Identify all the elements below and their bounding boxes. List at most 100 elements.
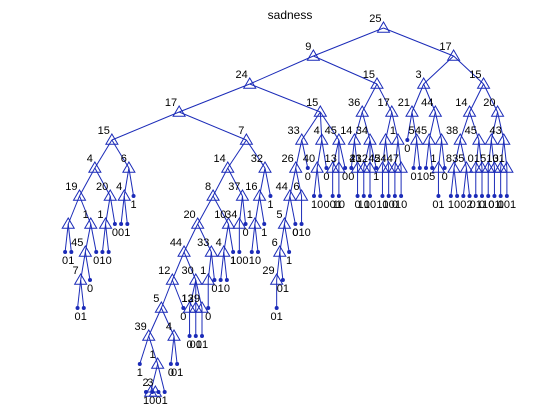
node-label: 17: [378, 97, 390, 109]
leaf-label: 0: [255, 255, 261, 267]
split-node-marker: [188, 273, 203, 285]
split-node-marker: [235, 189, 250, 201]
tree-edge: [178, 83, 250, 113]
leaf-node-marker: [349, 166, 354, 170]
leaf-label: 1: [68, 255, 74, 267]
leaf-label: 1: [261, 227, 267, 239]
leaf-label: 1: [124, 227, 130, 239]
leaf-node-marker: [399, 194, 404, 198]
node-label: 4: [87, 153, 93, 165]
leaf-label: 0: [454, 199, 460, 211]
split-node-marker: [462, 105, 477, 117]
leaf-label: 0: [186, 339, 192, 351]
split-node-marker: [310, 161, 324, 173]
leaf-node-marker: [405, 138, 410, 142]
split-node-marker: [232, 217, 247, 229]
leaf-node-marker: [206, 306, 211, 310]
leaf-label: 01: [190, 339, 202, 351]
split-node-marker: [332, 133, 346, 145]
node-label: 4: [349, 153, 355, 165]
node-label: 2: [143, 377, 149, 389]
node-label: 45: [325, 125, 337, 137]
leaf-node-marker: [212, 278, 217, 282]
node-label: 0: [468, 153, 474, 165]
leaf-node-marker: [231, 250, 236, 254]
tree-edge: [383, 27, 454, 57]
leaf-node-marker: [417, 166, 422, 170]
node-label: 1: [247, 209, 253, 221]
leaf-node-marker: [473, 194, 478, 198]
leaf-label: 0: [410, 171, 416, 183]
node-label: 12: [158, 265, 170, 277]
node-label: 5: [409, 125, 415, 137]
node-label: 4: [166, 321, 172, 333]
leaf-node-marker: [430, 166, 435, 170]
leaf-label: 1: [99, 255, 105, 267]
node-label: 33: [197, 237, 209, 249]
leaf-node-marker: [380, 194, 385, 198]
split-node-marker: [177, 245, 191, 257]
split-node-marker: [355, 105, 370, 117]
leaf-node-marker: [467, 194, 472, 198]
split-node-marker: [484, 133, 499, 145]
node-label: 8: [205, 181, 211, 193]
node-label: 6: [121, 153, 127, 165]
node-label: 3: [147, 377, 153, 389]
node-label: 1: [390, 125, 396, 137]
split-node-marker: [363, 161, 377, 173]
split-node-marker: [141, 329, 156, 341]
node-label: 43: [490, 125, 502, 137]
leaf-node-marker: [193, 334, 198, 338]
leaf-node-marker: [299, 222, 304, 226]
leaf-node-marker: [355, 194, 360, 198]
split-node-marker: [496, 133, 511, 145]
node-label: 25: [369, 13, 381, 25]
node-label: 30: [182, 265, 194, 277]
split-node-marker: [306, 49, 321, 61]
leaf-label: 1: [373, 171, 379, 183]
node-label: 32: [251, 153, 263, 165]
node-label: 19: [65, 181, 77, 193]
node-label: 1: [325, 153, 331, 165]
leaf-label: 0: [404, 143, 410, 155]
leaf-node-marker: [336, 194, 341, 198]
leaf-label: 01: [196, 339, 208, 351]
leaf-node-marker: [411, 166, 416, 170]
leaf-label: 1: [143, 395, 149, 407]
node-label: 20: [483, 97, 495, 109]
leaf-node-marker: [224, 278, 229, 282]
node-label: 31: [493, 153, 505, 165]
leaf-label: 0: [74, 311, 80, 323]
leaf-node-marker: [492, 194, 497, 198]
split-node-marker: [117, 189, 132, 201]
split-node-marker: [204, 245, 219, 257]
leaf-node-marker: [455, 194, 460, 198]
split-node-marker: [405, 105, 419, 117]
node-label: 24: [235, 69, 247, 81]
leaf-label: 0: [93, 255, 99, 267]
leaf-label: 0: [112, 227, 118, 239]
leaf-label: 0: [106, 255, 112, 267]
leaf-label: 0: [317, 199, 323, 211]
leaf-label: 0: [155, 395, 161, 407]
node-label: 13: [182, 293, 194, 305]
leaf-node-marker: [305, 166, 310, 170]
split-node-marker: [459, 161, 474, 173]
node-label: 35: [452, 153, 464, 165]
leaf-label: 1: [130, 199, 136, 211]
split-node-marker: [428, 105, 443, 117]
split-node-marker: [476, 77, 491, 89]
split-node-marker: [384, 105, 399, 117]
split-node-marker: [431, 161, 446, 173]
split-node-marker: [150, 357, 165, 369]
leaf-label: 100: [230, 255, 248, 267]
split-node-marker: [143, 385, 158, 397]
leaf-label: 0: [460, 199, 466, 211]
leaf-node-marker: [392, 194, 397, 198]
split-node-marker: [416, 77, 431, 89]
leaf-label: 5: [429, 171, 435, 183]
leaf-node-marker: [106, 250, 111, 254]
leaf-node-marker: [436, 194, 441, 198]
node-label: 0: [493, 153, 499, 165]
leaf-node-marker: [486, 194, 491, 198]
